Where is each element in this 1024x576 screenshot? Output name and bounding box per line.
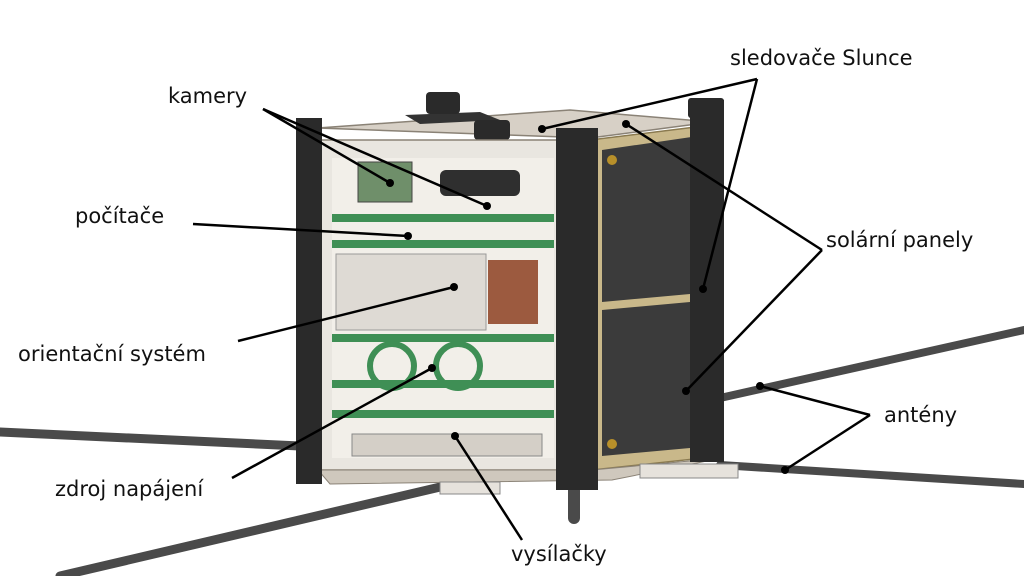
antenna-rods: [0, 326, 1024, 576]
antenna-rod-left: [0, 427, 305, 451]
attitude-control-block: [335, 253, 487, 331]
label-computers: počítače: [75, 204, 165, 228]
solar-panel-upper: [602, 134, 712, 302]
reaction-wheel-housing: [488, 260, 538, 324]
frame-rail-front: [556, 128, 598, 490]
leader-line-sun-b: [701, 78, 759, 290]
leader-line-power: [231, 366, 433, 480]
frame-rail-left: [296, 118, 322, 484]
pcb-layer: [332, 380, 554, 388]
leader-endpoints: [386, 120, 789, 474]
rail-top: [688, 98, 724, 118]
leader-dot: [386, 179, 394, 187]
camera-lens-block: [440, 170, 520, 196]
leader-dot: [756, 382, 764, 390]
pcb-layer: [332, 410, 554, 418]
leader-dot: [404, 232, 412, 240]
leader-line-sun-a: [541, 77, 758, 131]
leader-line-solar-a: [625, 122, 823, 252]
pcb-layer: [332, 334, 554, 342]
pcb-layer: [332, 240, 554, 248]
antenna-rod-right-lower: [716, 461, 1024, 488]
leader-lines: [192, 77, 871, 541]
label-cameras: kamery: [168, 84, 248, 108]
leader-line-solar-b: [685, 249, 823, 392]
top-knob-left: [426, 92, 460, 114]
label-power-supply: zdroj napájení: [55, 477, 204, 501]
leader-dot: [622, 120, 630, 128]
antenna-rod-right-upper: [716, 326, 1024, 402]
frame-rail-right: [690, 100, 724, 462]
antenna-bracket: [639, 463, 739, 479]
pcb-layer: [332, 214, 554, 222]
leader-dot: [483, 202, 491, 210]
leader-dot: [682, 387, 690, 395]
leader-dot: [538, 125, 546, 133]
leader-line-cameras-b: [262, 107, 488, 208]
panel-screw: [607, 155, 617, 165]
radio-board: [351, 433, 543, 457]
leader-dot: [450, 283, 458, 291]
leader-dot: [699, 285, 707, 293]
label-attitude-system: orientační systém: [18, 342, 206, 366]
solar-panel-lower: [602, 300, 712, 456]
leader-line-antennas-b: [784, 413, 871, 472]
leader-dot: [428, 364, 436, 372]
antenna-bracket: [439, 481, 501, 495]
leader-line-cameras-a: [262, 107, 391, 185]
label-solar-panels: solární panely: [826, 228, 974, 252]
top-knob-center: [474, 120, 510, 140]
label-transmitters: vysílačky: [511, 542, 607, 566]
leader-dot: [781, 466, 789, 474]
antenna-rod-bottom: [55, 475, 475, 576]
leader-line-transmitters: [453, 435, 524, 541]
leader-line-antennas-a: [759, 384, 871, 417]
leader-line-computers: [192, 222, 409, 238]
leader-line-attitude: [237, 285, 455, 343]
label-sun-sensors: sledovače Slunce: [730, 46, 913, 70]
panel-screw: [607, 439, 617, 449]
leader-dot: [451, 432, 459, 440]
label-antennas: antény: [884, 403, 958, 427]
